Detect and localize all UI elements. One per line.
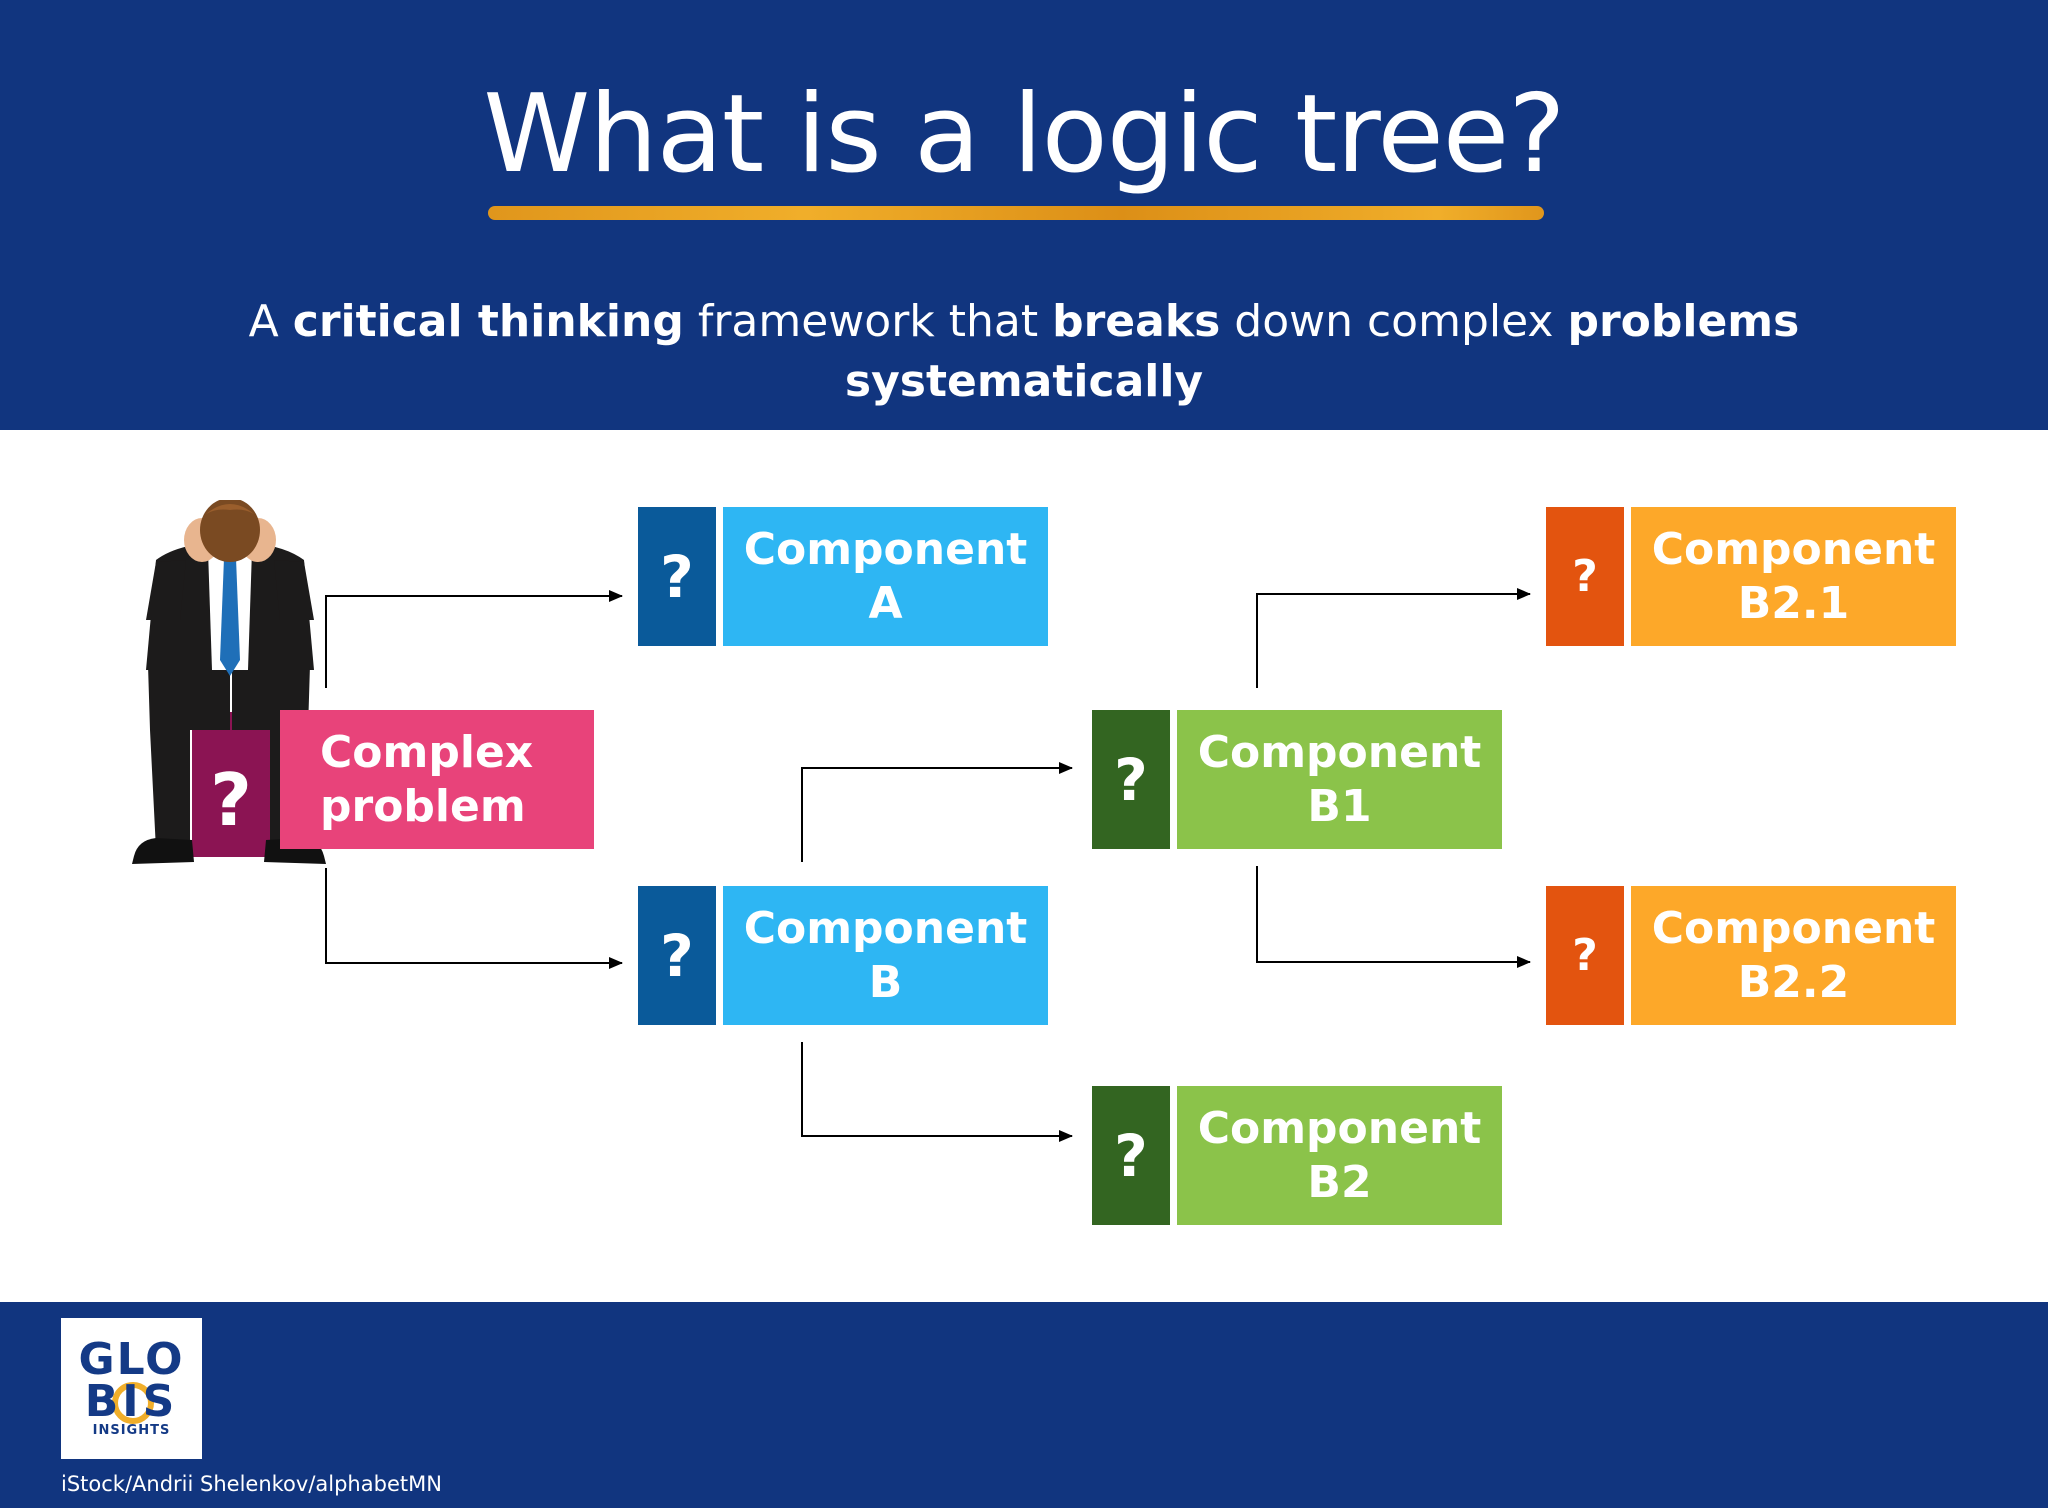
question-mark-icon: ?: [1092, 710, 1170, 849]
question-mark-icon: ?: [1546, 507, 1624, 646]
image-credit: iStock/Andrii Shelenkov/alphabetMN: [61, 1472, 442, 1496]
connector-root-to-a: [325, 590, 623, 688]
node-component-b2: ? Component B2: [1092, 1086, 1502, 1225]
node-component-a: ? Component A: [638, 507, 1048, 646]
globis-logo: GLO BIS INSIGHTS: [61, 1318, 202, 1459]
node-label: Component B2.1: [1631, 507, 1956, 646]
logo-line-1: GLO: [61, 1338, 202, 1428]
page-subtitle: A critical thinking framework that break…: [100, 292, 1948, 412]
subtitle-part: A: [248, 296, 293, 347]
connector-b-to-b2: [801, 1042, 1073, 1142]
question-mark-icon: ?: [210, 758, 252, 842]
node-component-b: ? Component B: [638, 886, 1048, 1025]
footer-band: [0, 1302, 2048, 1508]
node-component-b2-2: ? Component B2.2: [1546, 886, 1956, 1025]
root-node-complex-problem: Complex problem: [280, 710, 594, 849]
node-component-b2-1: ? Component B2.1: [1546, 507, 1956, 646]
connector-b1-to-b22: [1256, 866, 1531, 968]
question-mark-icon: ?: [1092, 1086, 1170, 1225]
subtitle-emphasis: breaks: [1052, 296, 1221, 347]
subtitle-part: framework that: [683, 296, 1053, 347]
node-label: Component A: [723, 507, 1048, 646]
page-title: What is a logic tree?: [483, 72, 1565, 197]
subtitle-emphasis: critical thinking: [292, 296, 684, 347]
connector-root-to-b: [325, 868, 623, 969]
node-component-b1: ? Component B1: [1092, 710, 1502, 849]
node-label: Component B1: [1177, 710, 1502, 849]
question-mark-icon: ?: [638, 507, 716, 646]
question-mark-icon: ?: [1546, 886, 1624, 1025]
logo-line-3: INSIGHTS: [92, 1423, 171, 1438]
node-label: Component B: [723, 886, 1048, 1025]
subtitle-part: down complex: [1220, 296, 1568, 347]
logo-line-2: BIS: [84, 1376, 179, 1427]
connector-b1-to-b21: [1256, 588, 1531, 688]
stressed-person-illustration: ?: [132, 500, 326, 864]
node-label: Component B2: [1177, 1086, 1502, 1225]
question-mark-icon: ?: [638, 886, 716, 1025]
node-label: Component B2.2: [1631, 886, 1956, 1025]
logo-o-ring: [111, 1382, 154, 1424]
subtitle-emphasis: problems systematically: [844, 296, 1800, 407]
title-underline: [488, 206, 1544, 220]
connector-b-to-b1: [801, 762, 1073, 862]
